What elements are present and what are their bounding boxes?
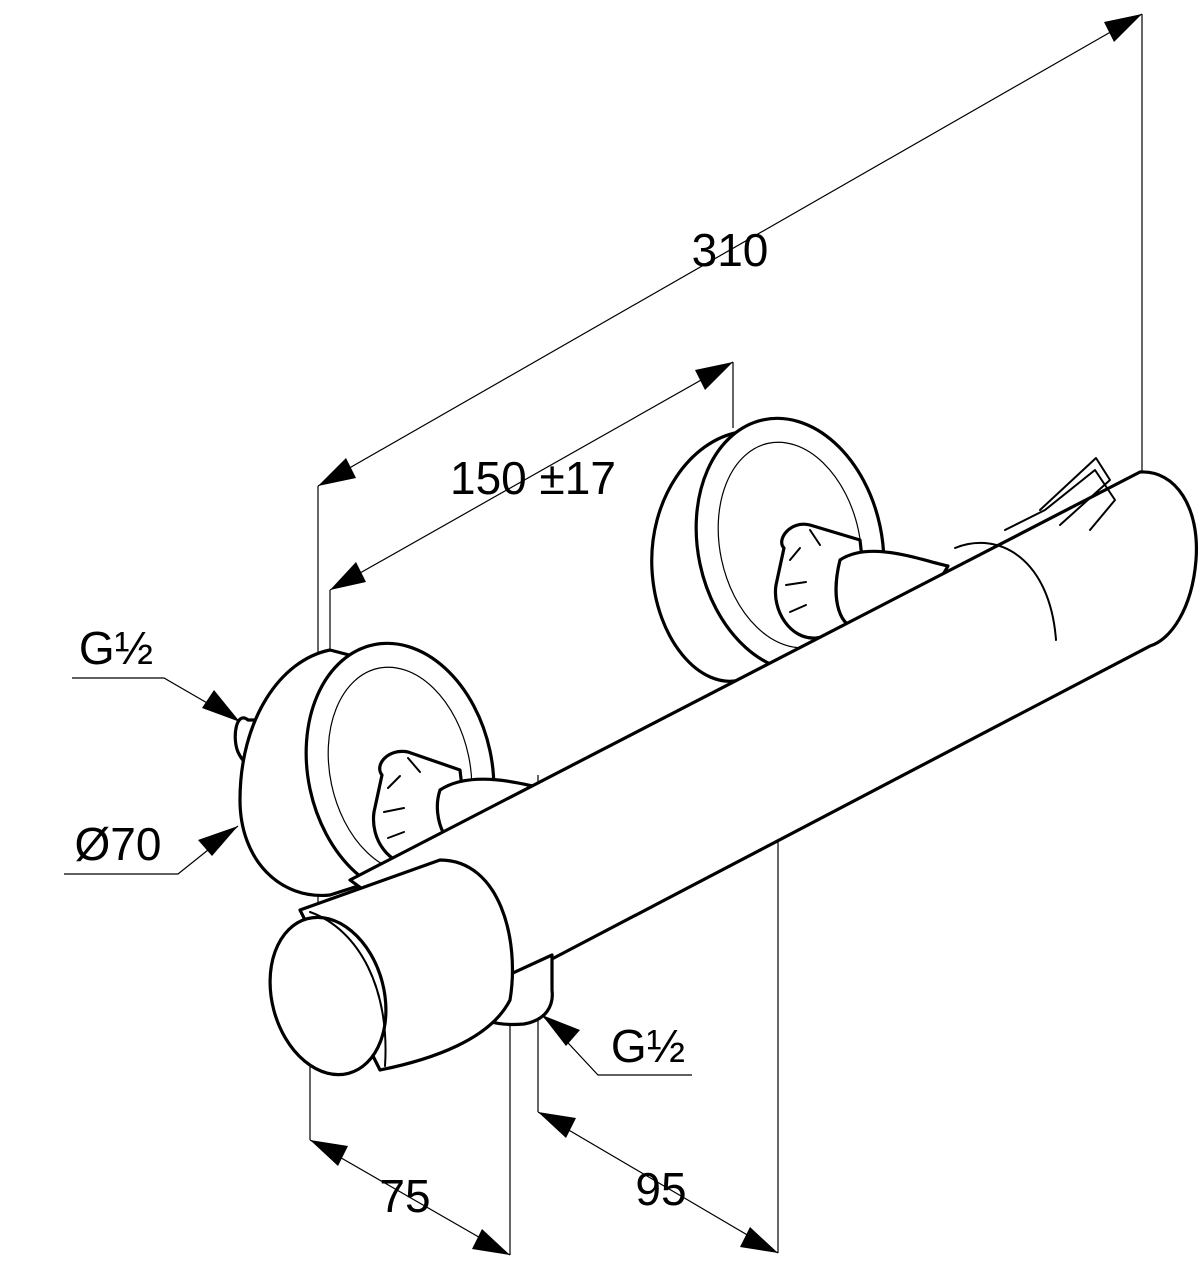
arrow-rosette-diameter [198,826,238,856]
dimension-rosette-diameter: Ø70 [75,818,162,870]
dimension-wall-depth: 75 [379,1170,430,1222]
dimension-outlet-offset: 95 [635,1163,686,1215]
arrow-310-right [1104,14,1142,42]
dimension-center-distance: 150 ±17 [450,452,616,504]
arrow-95-left [538,1112,576,1138]
arrow-150-left [330,562,366,590]
arrow-inlet-thread [202,690,240,722]
arrow-outlet-thread [542,1015,580,1046]
dimension-overall-length: 310 [692,224,769,276]
label-outlet-thread: G½ [611,1020,685,1072]
arrow-95-right [740,1227,778,1253]
left-rosette [233,641,558,899]
mixer-body [268,457,1199,1077]
label-inlet-thread: G½ [79,622,153,674]
arrow-310-left [318,458,356,486]
arrow-75-right [472,1229,510,1255]
arrow-150-right [695,362,733,390]
arrow-75-left [310,1140,348,1166]
dimension-arrows [198,14,1142,1255]
